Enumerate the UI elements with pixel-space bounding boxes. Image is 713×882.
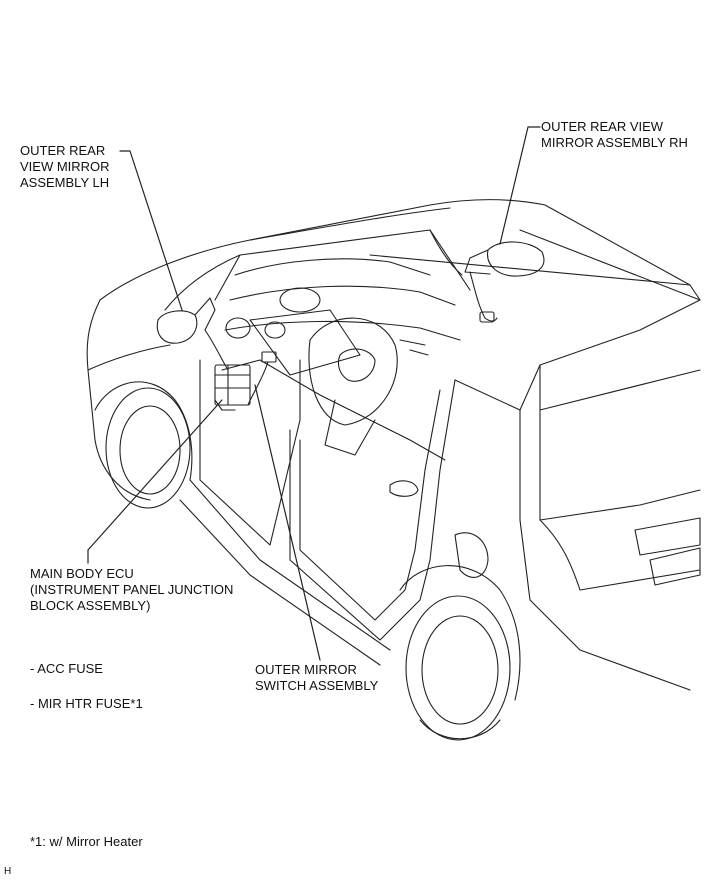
label-outer-mirror-switch: OUTER MIRROR SWITCH ASSEMBLY: [255, 662, 379, 693]
leader-mirror-lh: [119, 150, 183, 311]
mirror-switch-wire: [247, 361, 269, 406]
rear-door-inner: [299, 389, 441, 621]
mirror-rh-connector: [479, 311, 495, 323]
rear-door-frame: [289, 379, 456, 641]
rear-window-line: [539, 369, 701, 411]
rear-lamp: [649, 547, 701, 586]
rocker-front: [189, 479, 391, 651]
mirror-rh-base: [464, 249, 491, 275]
dash-detail-1: [399, 339, 426, 346]
dash-mid: [224, 320, 461, 341]
junction-block-tab: [214, 399, 236, 411]
corner-marker: H: [4, 866, 12, 877]
vent-center: [264, 321, 286, 339]
front-wheel-outer: [105, 387, 191, 509]
vent-left: [225, 317, 251, 339]
mirror-switch-body: [261, 351, 277, 363]
door-opening: [199, 359, 301, 546]
front-fender: [87, 344, 171, 371]
roof-rail: [249, 207, 451, 241]
leader-mirror-rh: [499, 126, 541, 245]
label-mirror-lh: OUTER REAR VIEW MIRROR ASSEMBLY LH: [20, 143, 110, 190]
steering-wheel: [308, 317, 398, 426]
steering-column: [324, 399, 376, 456]
rear-quarter: [454, 379, 691, 691]
a-pillar-left: [214, 254, 241, 301]
license-recess: [634, 517, 701, 556]
fuel-door: [454, 532, 489, 578]
roof-line-1: [369, 254, 691, 286]
center-console: [249, 309, 361, 376]
rear-wheel-arch: [399, 565, 521, 701]
front-wheel-arch: [94, 381, 193, 481]
mirror-rh-harness: [469, 271, 498, 322]
rear-tire-base: [419, 719, 501, 740]
dash-lower: [221, 359, 446, 461]
mirror-lh-glass: [156, 310, 198, 344]
label-main-body-ecu: MAIN BODY ECU (INSTRUMENT PANEL JUNCTION…: [30, 566, 234, 613]
steering-hub: [337, 348, 376, 382]
rear-wheel-inner: [421, 615, 499, 725]
rocker-lower: [179, 499, 381, 666]
dash-top: [234, 258, 431, 276]
rear-pillar: [519, 364, 541, 411]
junction-block: [214, 364, 251, 406]
leader-switch: [254, 384, 321, 661]
label-mirror-rh: OUTER REAR VIEW MIRROR ASSEMBLY RH: [541, 119, 688, 150]
footnote: *1: w/ Mirror Heater: [30, 834, 143, 849]
dash-detail-2: [409, 349, 429, 356]
mirror-rh-glass: [487, 241, 545, 277]
label-acc-fuse: - ACC FUSE: [30, 661, 103, 676]
gauge-cluster: [279, 287, 321, 313]
hood-front: [86, 299, 151, 501]
roof-line-2: [519, 229, 701, 301]
dash-upper: [229, 285, 456, 306]
label-mir-htr-fuse: - MIR HTR FUSE*1: [30, 696, 143, 711]
front-wheel-inner: [119, 405, 181, 495]
mirror-lh-arm: [194, 297, 216, 331]
rear-hatch: [539, 409, 701, 521]
mirror-lh-harness: [204, 329, 229, 371]
rear-wheel-outer: [405, 595, 511, 741]
rear-bumper: [539, 519, 701, 591]
roof-outline: [99, 199, 701, 366]
door-handle: [389, 480, 419, 497]
leader-ecu: [87, 399, 223, 564]
a-pillar-right: [429, 229, 471, 291]
